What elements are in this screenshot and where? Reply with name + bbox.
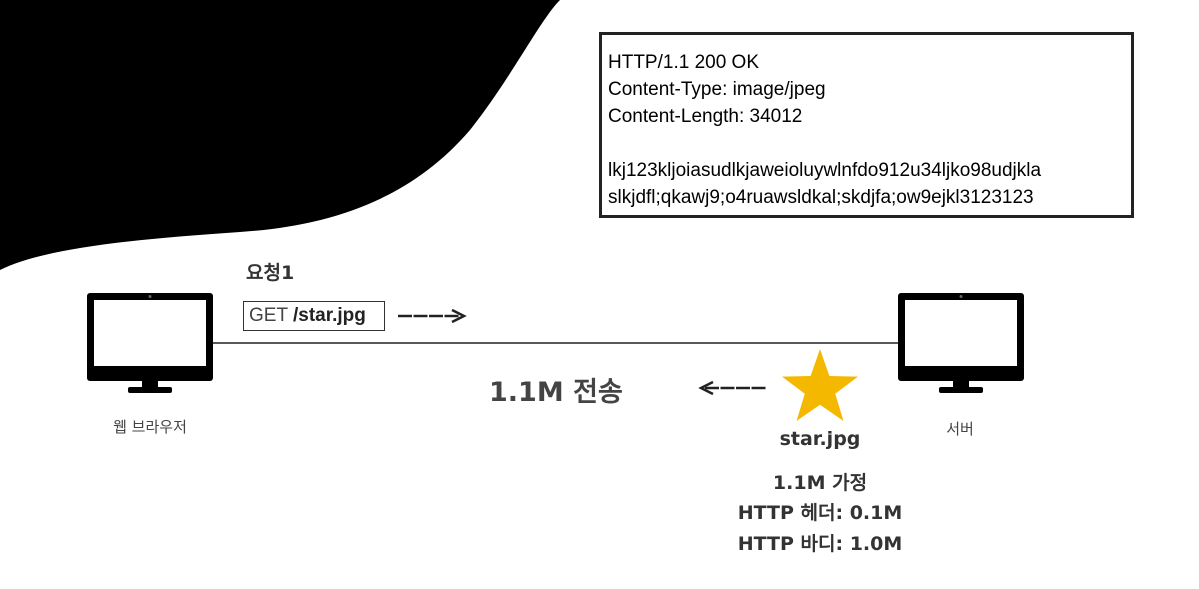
transfer-size-label: 1.1M 전송 (489, 377, 623, 408)
response-header-content-type: Content-Type: image/jpeg (608, 79, 826, 100)
connection-line (210, 342, 900, 344)
request-method: GET (249, 305, 288, 326)
response-header-content-length: Content-Length: 34012 (608, 106, 803, 127)
response-body-line-2: slkjdfl;qkawj9;o4ruawsldkal;skdjfa;ow9ej… (608, 187, 1034, 208)
request-path: /star.jpg (293, 305, 366, 326)
request-title: 요청1 (246, 262, 295, 284)
http-response-message: HTTP/1.1 200 OK Content-Type: image/jpeg… (599, 32, 1134, 218)
server-label: 서버 (946, 420, 974, 438)
response-body-line-1: lkj123kljoiasudlkjaweioluywlnfdo912u34lj… (608, 160, 1042, 181)
server-monitor-icon (898, 293, 1024, 393)
resource-label: star.jpg (779, 428, 861, 450)
client-label: 웹 브라우저 (113, 418, 187, 436)
http-header-size-label: HTTP 헤더: 0.1M (737, 502, 903, 524)
response-arrow-icon (698, 380, 767, 396)
request-arrow-icon (398, 308, 467, 324)
size-assumption-label: 1.1M 가정 (772, 472, 868, 494)
star-image-icon (782, 349, 858, 421)
response-status-line: HTTP/1.1 200 OK (608, 52, 760, 73)
response-blank-line (608, 130, 1131, 157)
web-browser-monitor-icon (87, 293, 213, 393)
http-body-size-label: HTTP 바디: 1.0M (737, 533, 903, 555)
http-request-line: GET /star.jpg (243, 301, 385, 331)
